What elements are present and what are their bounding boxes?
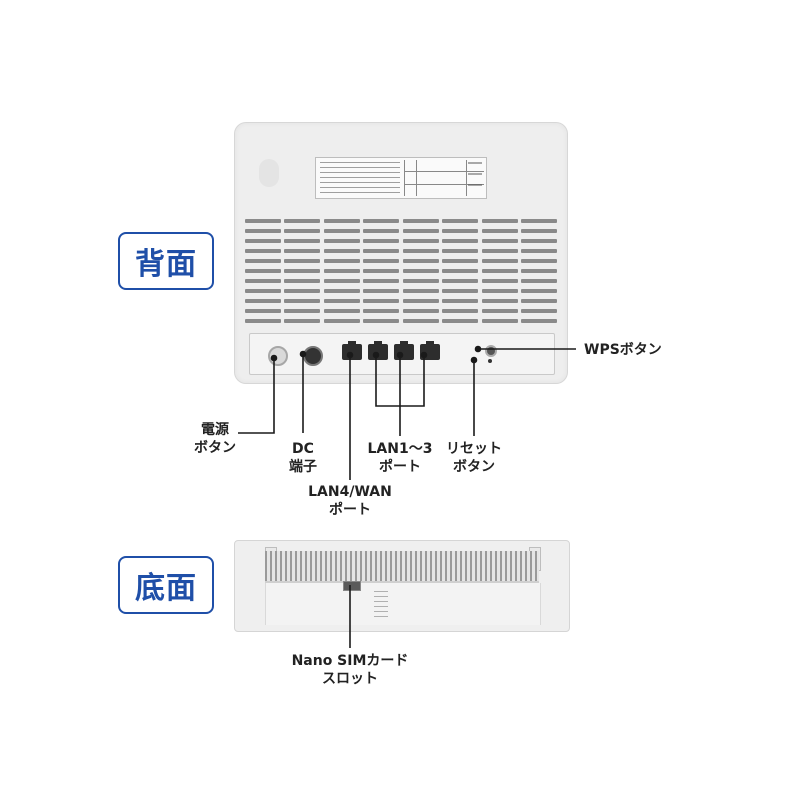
label-reset-button: リセット ボタン [446, 441, 502, 475]
section-title-bottom: 底面 [135, 571, 197, 606]
label-dc-port: DC 端子 [289, 441, 317, 475]
nano-sim-slot[interactable] [343, 581, 361, 591]
label-wps-button: WPSボタン [584, 342, 662, 358]
leader-power [238, 358, 275, 434]
logo-mark [259, 159, 279, 187]
wps-button[interactable] [485, 345, 497, 357]
label-sim-slot: Nano SIMカード スロット [291, 653, 409, 687]
spec-label-sticker [315, 157, 487, 199]
router-bottom-view [234, 540, 570, 632]
router-back-view [234, 122, 568, 384]
bottom-vents [265, 551, 539, 583]
section-badge-bottom: 底面 [118, 556, 214, 614]
label-lan1-3: LAN1〜3 ポート [367, 441, 433, 475]
bottom-plate [265, 583, 541, 625]
back-vents [245, 219, 557, 329]
section-title-back: 背面 [135, 247, 197, 282]
section-badge-back: 背面 [118, 232, 214, 290]
label-lan4-wan: LAN4/WAN ポート [308, 484, 392, 518]
label-power-button: 電源 ボタン [194, 422, 236, 456]
reset-button[interactable] [488, 359, 492, 363]
